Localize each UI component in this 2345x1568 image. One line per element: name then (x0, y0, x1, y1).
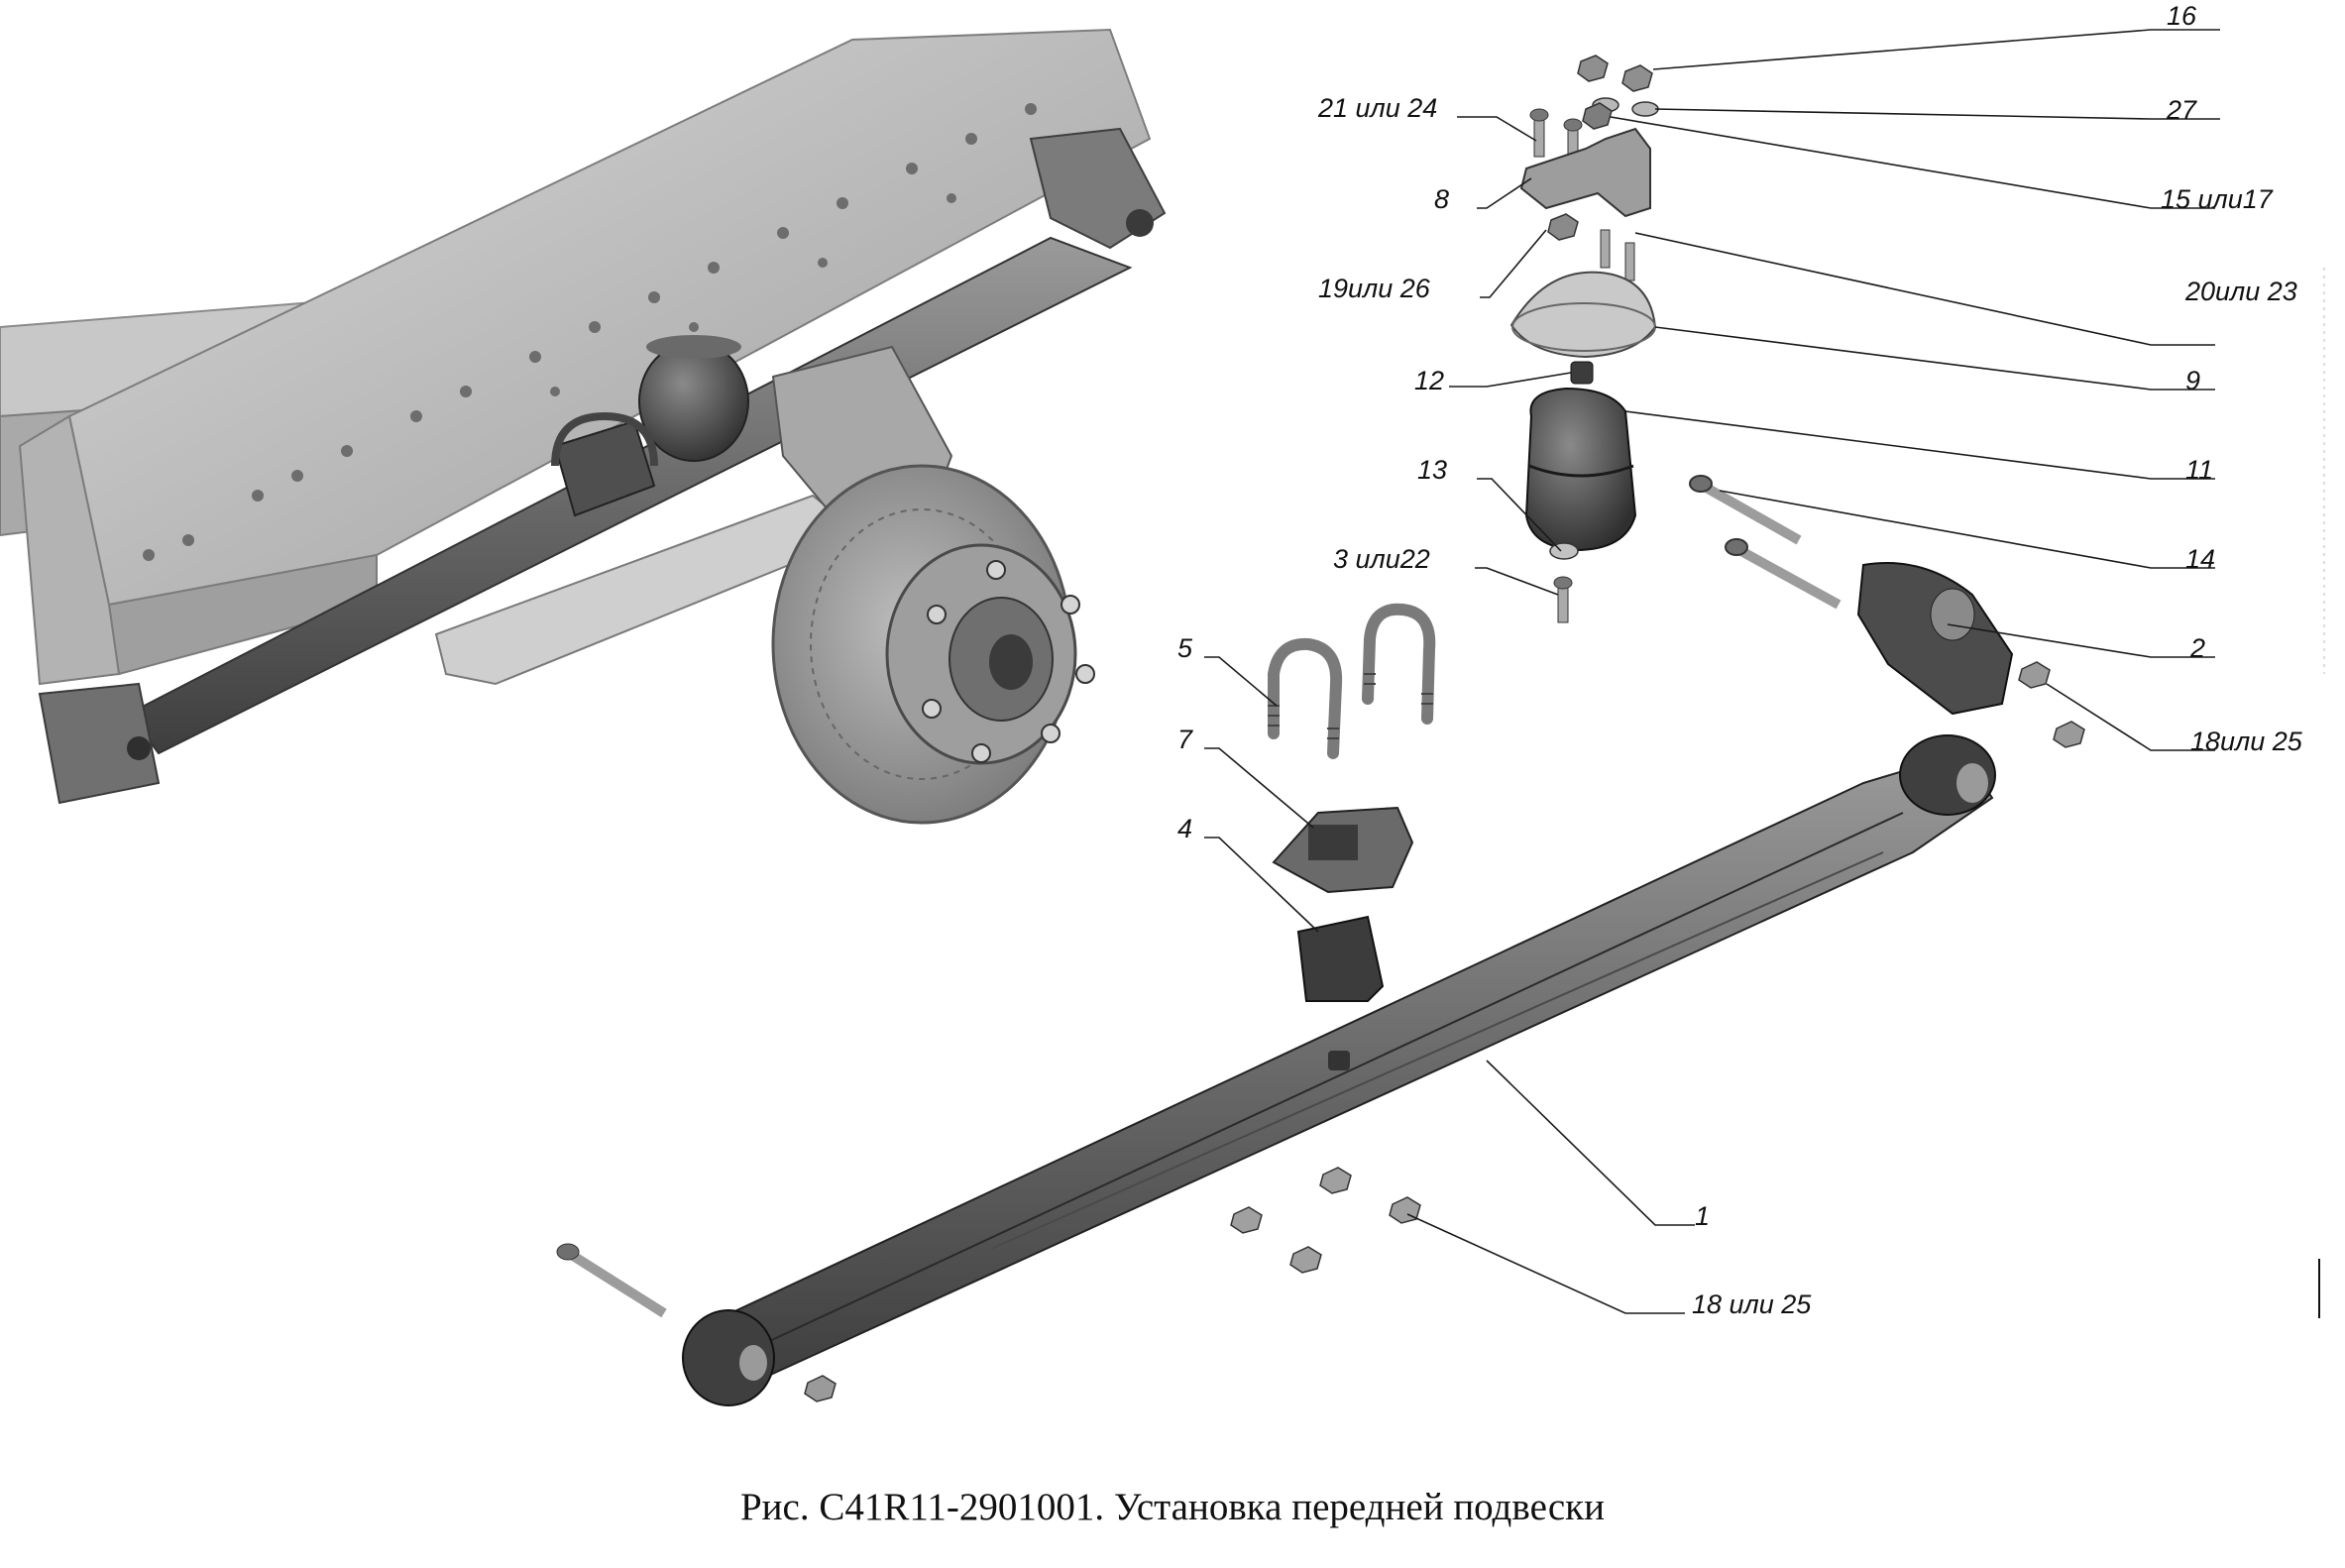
part-19-nut (1547, 213, 1579, 241)
part-11-bump-stop (1524, 387, 1637, 552)
assembled-spring-pad (553, 419, 656, 517)
part-21-bolts (1529, 108, 1583, 168)
label-16: 16 (2167, 1, 2197, 31)
part-2-spring-shackle (1856, 562, 2014, 716)
part-14-bolts (1689, 475, 1842, 610)
label-3-or-22: 3 или22 (1333, 544, 1430, 574)
part-15-nut (1582, 102, 1613, 130)
label-2: 2 (2189, 633, 2205, 663)
label-19-or-26: 19или 26 (1318, 274, 1431, 303)
label-14: 14 (2185, 544, 2215, 574)
part-18-nuts-lower (1230, 1167, 1421, 1274)
label-18-or-25-top: 18или 25 (2190, 727, 2303, 756)
label-27: 27 (2166, 95, 2197, 125)
part-12-spacer (1570, 361, 1594, 385)
part-13-washer (1549, 542, 1579, 560)
part-16-nuts (1577, 55, 1653, 92)
rear-spring-nut (804, 1375, 837, 1402)
label-8: 8 (1434, 184, 1449, 214)
label-4: 4 (1177, 814, 1192, 843)
label-15-or-17: 15 или17 (2161, 184, 2274, 214)
spring-rear-eye (682, 1309, 775, 1406)
label-18-or-25-bottom: 18 или 25 (1692, 1289, 1812, 1319)
label-5: 5 (1177, 633, 1193, 663)
chassis-assembly-view (0, 28, 1167, 825)
label-11: 11 (2185, 455, 2213, 485)
u-bolt-threads (1268, 673, 1433, 739)
part-4-rubber-block (1296, 915, 1385, 1002)
label-13: 13 (1417, 455, 1447, 485)
label-7: 7 (1177, 725, 1193, 754)
label-20-or-23: 20или 23 (2184, 277, 2297, 306)
callout-labels: 16 21 или 24 27 8 15 или17 19или 26 20ил… (1177, 1, 2303, 1319)
part-3-bolt (1553, 576, 1573, 623)
label-9: 9 (2185, 366, 2200, 395)
part-18-nut-upper-b (2053, 721, 2085, 748)
exploded-parts (556, 55, 2085, 1406)
wheel-studs (922, 560, 1095, 763)
part-8-bracket (1519, 127, 1651, 218)
rear-spring-shackle (38, 682, 161, 805)
label-12: 12 (1414, 366, 1444, 395)
leader-lines (1204, 29, 2220, 1314)
label-21-or-24: 21 или 24 (1317, 93, 1437, 123)
rear-spring-bolt (567, 1249, 667, 1318)
assembled-bump-stop (638, 341, 749, 462)
figure-caption: Рис. C41R11-2901001. Установка передней … (739, 1486, 1605, 1528)
front-axle-beam (434, 494, 864, 686)
part-5-u-bolts (1268, 603, 1436, 759)
part-18-nut-upper-a (2018, 661, 2051, 689)
label-1: 1 (1695, 1201, 1710, 1231)
frame-holes (143, 103, 1037, 561)
